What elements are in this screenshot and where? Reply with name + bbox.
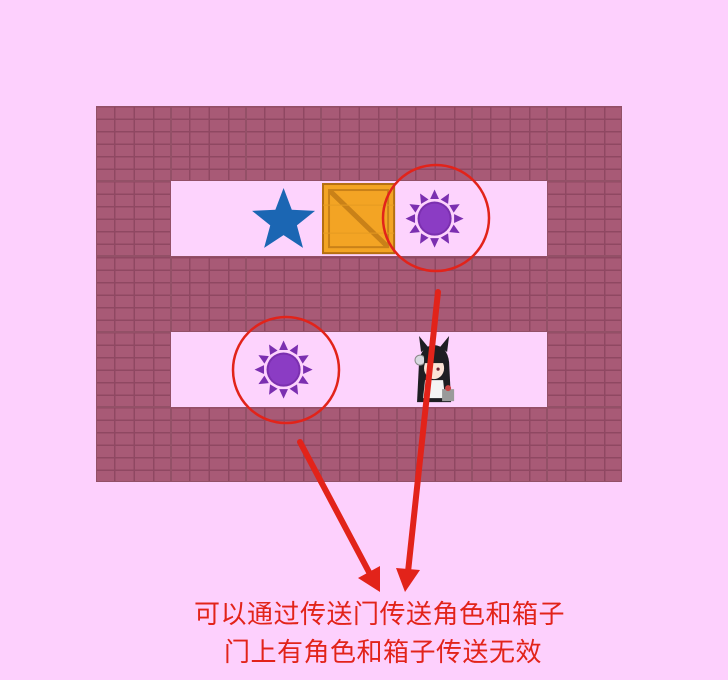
- wall-tile: [471, 256, 547, 332]
- wall-tile: [546, 331, 622, 407]
- wall-tile: [396, 106, 472, 182]
- wall-tile: [171, 256, 247, 332]
- wall-tile: [96, 106, 172, 182]
- floor-tile: [471, 331, 547, 407]
- floor-tile: [396, 331, 472, 407]
- annotation-line-2: 门上有角色和箱子传送无效: [224, 638, 543, 668]
- wall-tile: [321, 106, 397, 182]
- wall-tile: [96, 256, 172, 332]
- wall-tile: [546, 181, 622, 257]
- wall-tile: [246, 406, 322, 482]
- floor-tile: [321, 181, 397, 257]
- wall-tile: [396, 256, 472, 332]
- crate-icon: [322, 183, 396, 255]
- wall-tile: [171, 106, 247, 182]
- wall-tile: [396, 406, 472, 482]
- wall-tile: [96, 406, 172, 482]
- wall-tile: [546, 406, 622, 482]
- player-character-icon: [414, 335, 454, 402]
- game-board: [96, 106, 622, 482]
- wall-tile: [471, 406, 547, 482]
- wall-tile: [546, 256, 622, 332]
- floor-tile: [321, 331, 397, 407]
- floor-tile: [246, 331, 322, 407]
- floor-tile: [171, 331, 247, 407]
- floor-tile: [396, 181, 472, 257]
- floor-tile: [471, 181, 547, 257]
- wall-tile: [96, 181, 172, 257]
- portal-icon: [405, 189, 464, 248]
- wall-tile: [246, 256, 322, 332]
- wall-tile: [321, 256, 397, 332]
- wall-tile: [171, 406, 247, 482]
- star-goal-icon: [252, 188, 316, 249]
- portal-icon: [254, 340, 313, 399]
- floor-tile: [171, 181, 247, 257]
- annotation-line-1: 可以通过传送门传送角色和箱子: [194, 600, 566, 630]
- floor-tile: [246, 181, 322, 257]
- wall-tile: [546, 106, 622, 182]
- wall-tile: [246, 106, 322, 182]
- wall-tile: [96, 331, 172, 407]
- wall-tile: [321, 406, 397, 482]
- wall-tile: [471, 106, 547, 182]
